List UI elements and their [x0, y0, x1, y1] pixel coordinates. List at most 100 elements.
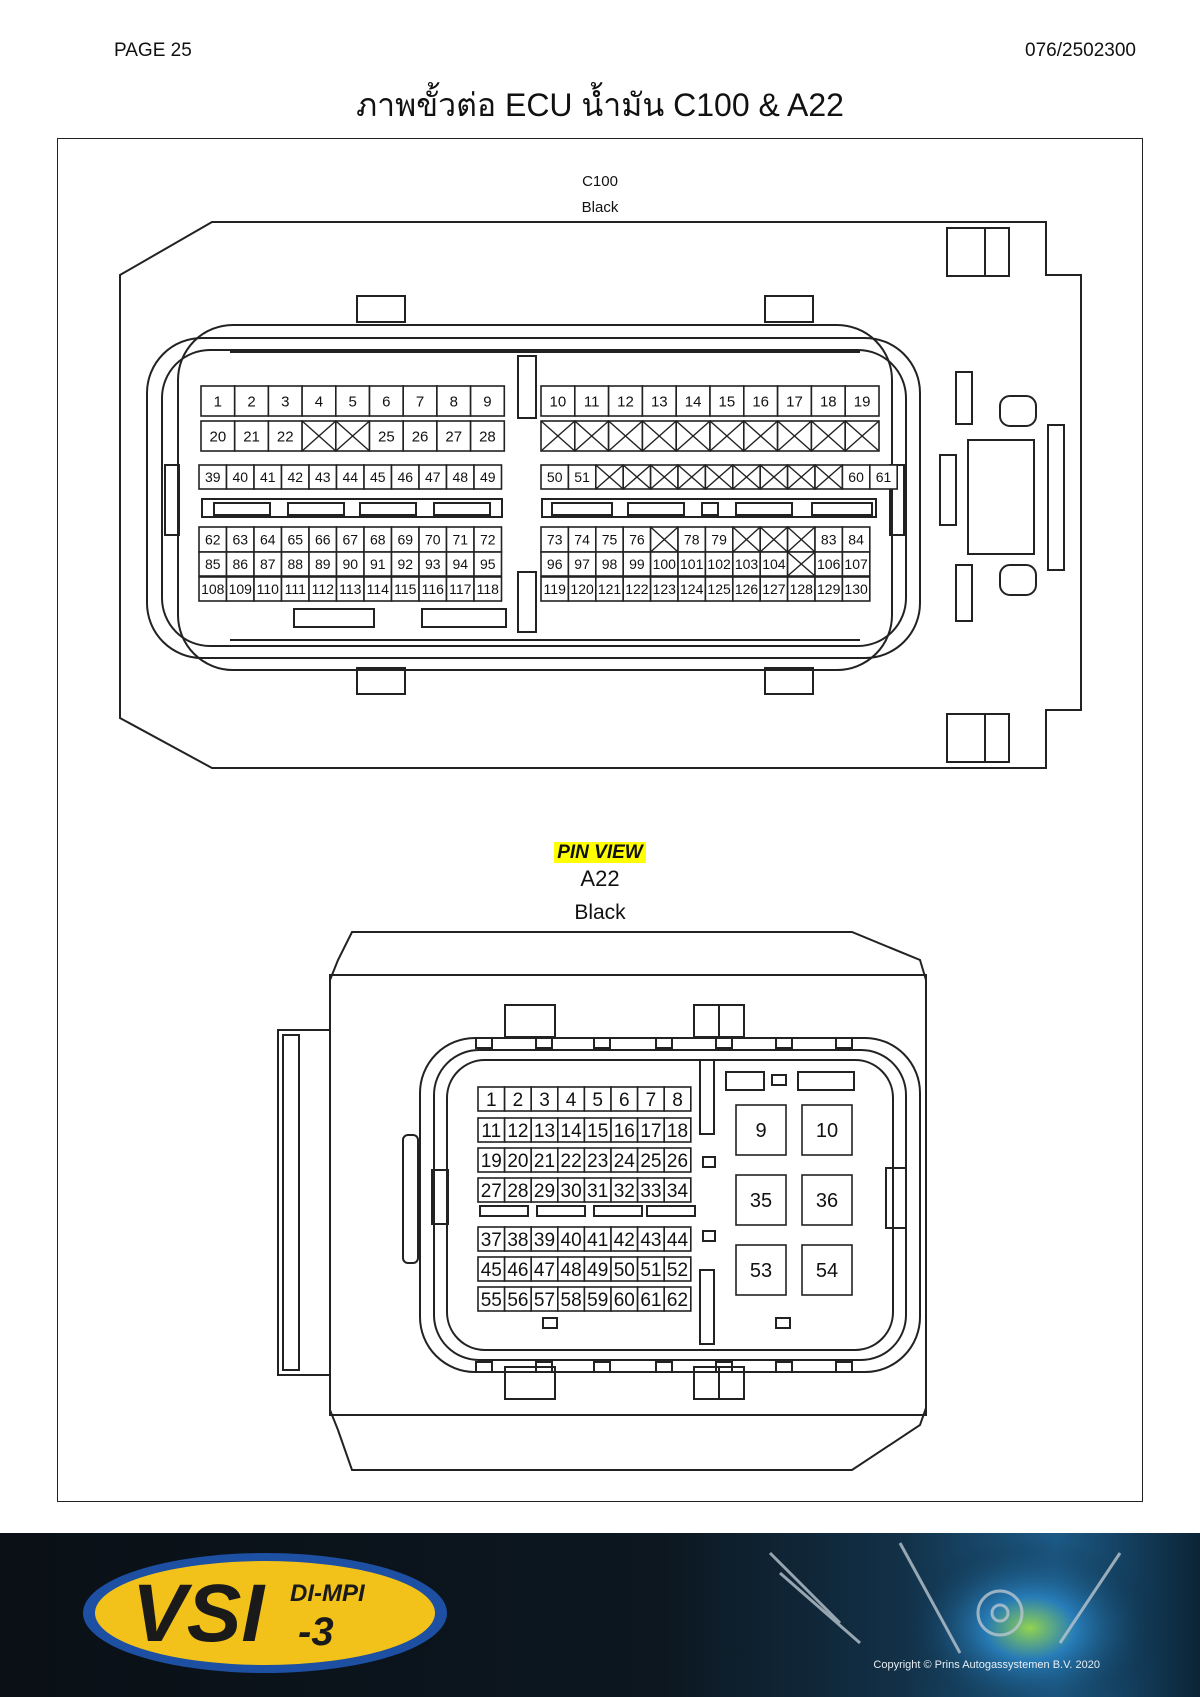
pin-number: 121: [598, 581, 622, 597]
pin-number: 67: [342, 532, 358, 548]
pin-cavity: [583, 1147, 612, 1173]
pin-number: 78: [684, 532, 700, 548]
blocked-cross-mark: [675, 420, 711, 452]
pin-cavity: [841, 576, 871, 602]
blocked-cross-mark: [844, 420, 880, 452]
pin-number: 90: [342, 556, 358, 572]
pin-number: 98: [602, 556, 618, 572]
pin-number: 25: [640, 1151, 661, 1172]
pin-cavity: [594, 526, 624, 553]
blocked-cross-mark: [759, 526, 789, 553]
blocked-cross-mark: [787, 464, 816, 490]
pin-number: 99: [629, 556, 645, 572]
pin-number: 28: [479, 428, 496, 445]
blocked-cross-mark: [732, 464, 761, 490]
pin-number: 17: [786, 393, 803, 410]
pin-number: 34: [667, 1181, 689, 1202]
pin-cavity: [731, 576, 761, 602]
pin-number: 11: [584, 393, 600, 410]
pin-number: 127: [762, 581, 786, 597]
pin-cavity: [868, 464, 898, 490]
pin-number: 41: [587, 1230, 608, 1251]
pin-number: 129: [817, 581, 841, 597]
pin-number: 71: [452, 532, 468, 548]
pin-number: 70: [425, 532, 441, 548]
pin-number: 73: [547, 532, 563, 548]
pin-number: 114: [367, 581, 390, 597]
a22-color: Black: [574, 901, 626, 924]
pin-cavity: [368, 385, 405, 417]
pin-cavity: [610, 1147, 639, 1173]
pin-number: 9: [755, 1120, 766, 1142]
pin-number: 12: [617, 393, 634, 410]
pin-number: 25: [378, 428, 395, 445]
pin-number: 22: [561, 1151, 582, 1172]
pin-number: 44: [667, 1230, 689, 1251]
vsi-logo: VSI DI-MPI -3: [83, 1553, 447, 1673]
pin-cavity: [583, 1177, 612, 1203]
blocked-cross-mark: [704, 464, 734, 490]
phone-number: 076/2502300: [1025, 40, 1136, 61]
pin-number: 43: [640, 1230, 661, 1251]
pin-number: 42: [614, 1230, 635, 1251]
pin-cavity: [735, 1244, 787, 1296]
pin-number: 55: [481, 1290, 502, 1311]
pin-number: 112: [312, 581, 335, 597]
pin-number: 7: [416, 393, 424, 410]
blocked-cross-mark: [787, 551, 816, 577]
pin-number: 61: [876, 469, 892, 485]
pin-cavity: [469, 420, 506, 452]
blocked-cross-mark: [732, 526, 761, 553]
pin-number: 16: [752, 393, 769, 410]
pin-number: 120: [570, 581, 594, 597]
pin-cavity: [540, 576, 570, 602]
pin-cavity: [841, 551, 871, 577]
pin-cavity: [610, 1117, 639, 1143]
pin-cavity: [556, 1226, 586, 1252]
pin-cavity: [583, 1117, 612, 1143]
pin-cavity: [814, 551, 844, 577]
pin-number: 65: [287, 532, 303, 548]
pin-cavity: [540, 464, 570, 490]
pin-number: 47: [534, 1260, 555, 1281]
pin-number: 38: [507, 1230, 528, 1251]
pin-number: 122: [625, 581, 649, 597]
pin-number: 2: [247, 393, 255, 410]
pin-number: 18: [667, 1121, 688, 1142]
pin-number: 49: [480, 469, 496, 485]
pin-number: 29: [534, 1181, 555, 1202]
pin-number: 46: [397, 469, 413, 485]
pin-number: 45: [370, 469, 386, 485]
pin-cavity: [801, 1174, 853, 1226]
pin-number: 60: [614, 1290, 635, 1311]
pin-number: 119: [544, 581, 567, 597]
pin-number: 26: [667, 1151, 688, 1172]
pin-cavity: [253, 551, 283, 577]
pin-number: 2: [513, 1090, 524, 1111]
blocked-cross-mark: [650, 526, 679, 553]
pin-cavity: [402, 420, 438, 452]
pin-number: 48: [452, 469, 468, 485]
pin-cavity: [735, 1174, 787, 1226]
pin-number: 36: [816, 1190, 838, 1212]
blocked-cross-mark: [574, 420, 610, 452]
pin-number: 88: [287, 556, 303, 572]
pin-number: 51: [640, 1260, 661, 1281]
pin-cavity: [649, 576, 679, 602]
pin-number: 13: [651, 393, 668, 410]
pin-number: 49: [587, 1260, 608, 1281]
pin-cavity: [636, 1286, 665, 1312]
pin-number: 97: [574, 556, 590, 572]
pin-cavity: [663, 1286, 692, 1312]
pin-cavity: [390, 576, 420, 602]
pin-cavity: [233, 420, 270, 452]
pin-number: 111: [285, 581, 306, 597]
pin-number: 117: [449, 581, 472, 597]
pin-number: 7: [646, 1090, 657, 1111]
pin-number: 35: [750, 1190, 772, 1212]
pin-cavity: [308, 576, 338, 602]
pin-cavity: [363, 576, 393, 602]
pin-cavity: [445, 464, 475, 490]
logo-main: VSI: [132, 1568, 266, 1659]
